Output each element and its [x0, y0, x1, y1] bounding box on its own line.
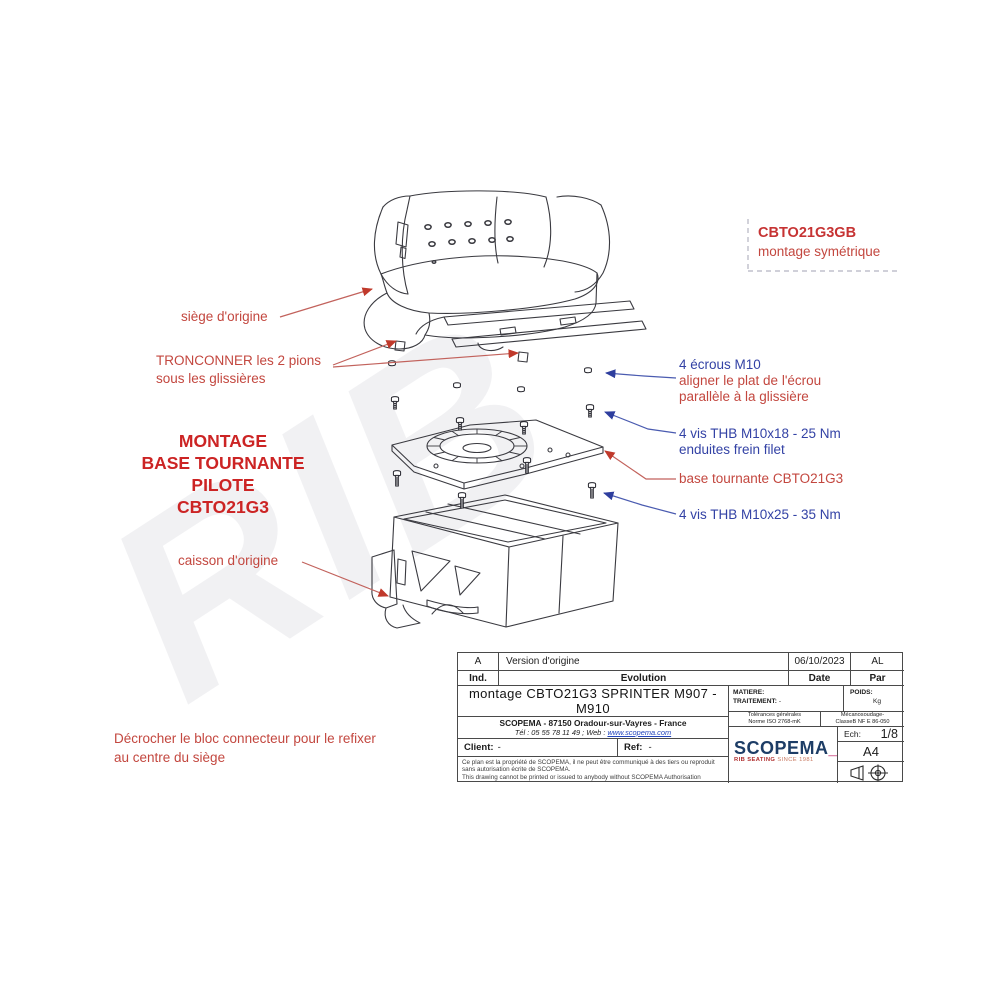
disclaimer-line3: This drawing cannot be printed or issued…	[462, 773, 701, 781]
tolerances-line1: Tolérances générales	[747, 712, 802, 719]
logo-tagline: RIB SEATING SINCE 1981	[734, 757, 814, 763]
header-date: Date	[789, 671, 851, 686]
leader-lines-blue	[603, 369, 677, 515]
address-cell: SCOPEMA - 87150 Oradour-sur-Vayres - Fra…	[458, 717, 729, 739]
label-vis-m10x18-line2: enduites frein filet	[679, 442, 785, 457]
swivel-base-drawing	[391, 419, 604, 490]
projection-symbol-cell	[838, 762, 904, 783]
label-base-tournante: base tournante CBTO21G3	[679, 471, 844, 486]
matiere-label: MATIERE:	[733, 689, 765, 696]
seat-drawing	[363, 190, 647, 363]
header-evolution: Evolution	[499, 671, 789, 686]
traitement-value: -	[778, 698, 782, 705]
revision-ind-value: A	[458, 653, 499, 671]
matiere-cell: MATIERE: TRAITEMENT: -	[729, 686, 844, 712]
main-title-line1: MONTAGE	[178, 431, 268, 451]
header-par: Par	[851, 671, 904, 686]
client-label: Client:	[464, 742, 494, 753]
poids-cell: POIDS: Kg	[844, 686, 904, 712]
note-connector-line2: au centre du siège	[114, 750, 226, 765]
hardware-icons	[388, 360, 597, 509]
label-caisson-origine: caisson d'origine	[178, 553, 279, 568]
logo-cell: SCOPEMA_ RIB SEATING SINCE 1981	[729, 727, 838, 783]
tolerances-line2: Norme ISO 2768-mK	[748, 719, 801, 725]
ref-label: Ref:	[624, 742, 643, 753]
ref-cell: Ref: -	[618, 739, 729, 757]
revision-evolution-value: Version d'origine	[499, 653, 789, 671]
main-title-line4: CBTO21G3	[176, 497, 270, 517]
scale-value: 1/8	[880, 727, 898, 741]
symmetric-version-subtitle: montage symétrique	[758, 244, 881, 259]
drawing-title: montage CBTO21G3 SPRINTER M907 - M910	[458, 686, 729, 717]
company-contact: Tél : 05 55 78 11 49 ; Web : www.scopema…	[514, 728, 672, 737]
main-title-line3: PILOTE	[191, 475, 255, 495]
caisson-drawing	[371, 494, 619, 629]
revision-par-value: AL	[851, 653, 904, 671]
traitement-label: TRAITEMENT: -	[733, 698, 782, 705]
label-aligner-line2: parallèle à la glissière	[679, 389, 809, 404]
label-ecrous: 4 écrous M10	[679, 357, 761, 372]
label-tronconner-line2: sous les glissières	[156, 371, 266, 386]
scopema-logo: SCOPEMA_	[734, 738, 838, 758]
label-aligner-line1: aligner le plat de l'écrou	[679, 373, 822, 388]
paper-format: A4	[838, 742, 904, 762]
poids-value: Kg	[872, 698, 882, 705]
website-link[interactable]: www.scopema.com	[607, 728, 672, 737]
symmetric-version-code: CBTO21G3GB	[758, 225, 857, 241]
disclaimer-cell: Ce plan est la propriété de SCOPEMA, il …	[458, 757, 729, 783]
scale-cell: Ech: 1/8	[838, 727, 904, 742]
main-title-line2: BASE TOURNANTE	[141, 453, 305, 473]
client-cell: Client: -	[458, 739, 618, 757]
main-title: MONTAGE BASE TOURNANTE PILOTE CBTO21G3	[112, 430, 334, 518]
label-siege-origine: siège d'origine	[181, 309, 268, 324]
title-block: A Version d'origine 06/10/2023 AL Ind. E…	[457, 652, 904, 783]
revision-date-value: 06/10/2023	[789, 653, 851, 671]
symmetric-version-box: CBTO21G3GB montage symétrique	[758, 224, 880, 261]
label-tronconner-line1: TRONCONNER les 2 pions	[156, 353, 322, 368]
mecanosoudage-line1: Mécanosoudage-	[840, 712, 885, 719]
poids-label: POIDS:	[850, 689, 873, 696]
disclaimer-line2: sans autorisation écrite de SCOPEMA.	[462, 766, 571, 774]
symmetric-box-border	[747, 219, 898, 272]
label-vis-m10x25: 4 vis THB M10x25 - 35 Nm	[679, 507, 841, 522]
label-vis-m10x18: 4 vis THB M10x18 - 25 Nm	[679, 426, 841, 441]
company-address: SCOPEMA - 87150 Oradour-sur-Vayres - Fra…	[499, 718, 687, 728]
mecanosoudage-line2: ClasseB NF E 86-050	[835, 719, 890, 725]
header-ind: Ind.	[458, 671, 499, 686]
first-angle-projection-icon	[850, 764, 888, 781]
note-connector-line1: Décrocher le bloc connecteur pour le ref…	[114, 731, 376, 746]
scale-label: Ech:	[844, 729, 862, 739]
ref-value: -	[648, 742, 652, 753]
tolerances-cell: Tolérances générales Norme ISO 2768-mK	[729, 712, 821, 727]
leader-lines-red	[279, 287, 676, 597]
client-value: -	[497, 742, 501, 753]
mecanosoudage-cell: Mécanosoudage- ClasseB NF E 86-050	[821, 712, 904, 727]
disclaimer-line1: Ce plan est la propriété de SCOPEMA, il …	[462, 759, 715, 766]
